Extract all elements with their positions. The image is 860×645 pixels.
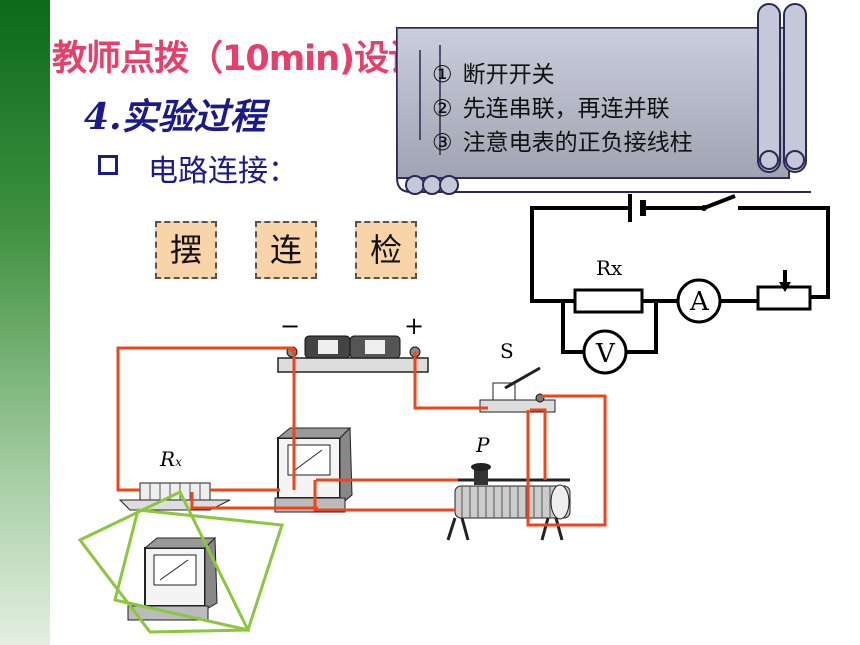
section-heading: 4.实验过程 <box>84 96 266 138</box>
voltmeter-label: V <box>595 339 616 369</box>
connection-wires <box>116 346 607 527</box>
ammeter-label: A <box>689 287 710 317</box>
battery-plus-label: + <box>404 312 424 340</box>
battery-box-icon <box>277 335 429 373</box>
highlight-frames <box>77 490 284 634</box>
rheostat-label: P <box>475 433 490 457</box>
resistor-rx-icon <box>118 482 231 511</box>
schematic-rx-label: Rx <box>596 256 623 280</box>
step-check: 检 <box>355 221 417 279</box>
circuit-connection-label: 电路连接： <box>148 154 298 189</box>
rx-label: Rx <box>159 447 182 471</box>
square-bullet-icon <box>98 155 118 175</box>
switch-icon <box>479 366 556 413</box>
rheostat-icon <box>446 463 571 541</box>
side-decoration-bar <box>0 0 50 645</box>
battery-minus-label: − <box>280 312 300 340</box>
step-place: 摆 <box>155 221 217 279</box>
switch-label: S <box>500 339 514 363</box>
voltmeter-icon <box>127 536 218 621</box>
step-connect: 连 <box>255 221 317 279</box>
